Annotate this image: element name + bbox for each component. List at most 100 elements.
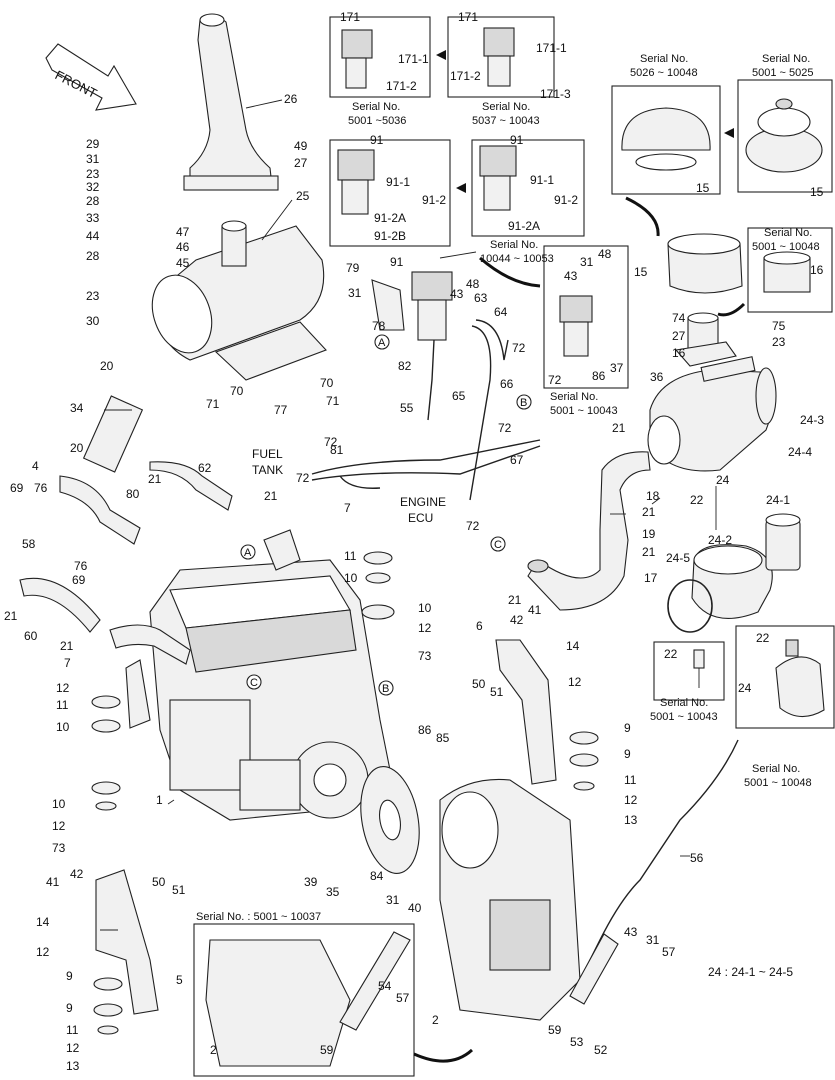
- callout-c7b: 7: [64, 656, 71, 670]
- fuel-filter-box-e: [543, 245, 629, 389]
- callout-c91_2Ba: 91-2B: [374, 229, 406, 243]
- callout-c21h: 21: [60, 639, 74, 653]
- callout-c28b: 28: [86, 249, 100, 263]
- callout-c48a: 48: [466, 277, 480, 291]
- callout-c31d: 31: [386, 893, 400, 907]
- callout-c76a: 76: [34, 481, 48, 495]
- front-arrow: FRONT: [45, 43, 137, 111]
- callout-c4: 4: [32, 459, 39, 473]
- callout-c9a: 9: [624, 721, 631, 735]
- svg-text:Serial No.: Serial No.: [752, 763, 800, 775]
- svg-text:5001 ~ 5025: 5001 ~ 5025: [752, 67, 813, 79]
- callout-c12b: 12: [56, 681, 70, 695]
- callout-c67: 67: [510, 453, 524, 467]
- callout-c73b: 73: [52, 841, 66, 855]
- callout-c24_3: 24-3: [800, 413, 824, 427]
- curve-trans: [413, 1048, 474, 1063]
- callout-c42a: 42: [510, 613, 524, 627]
- callout-c29: 29: [86, 137, 100, 151]
- curve-15: [625, 196, 660, 237]
- callout-c91_1b: 91-1: [530, 173, 554, 187]
- svg-text:A: A: [378, 337, 386, 349]
- callout-c58: 58: [22, 537, 36, 551]
- callout-c31a: 31: [86, 152, 100, 166]
- callout-c85: 85: [436, 731, 450, 745]
- callout-c36: 36: [650, 370, 664, 384]
- curve-16: [717, 302, 746, 317]
- fuel-tank-line: FUEL: [252, 447, 283, 461]
- svg-text:5037 ~ 10043: 5037 ~ 10043: [472, 115, 540, 127]
- callout-c11a: 11: [344, 549, 357, 563]
- callout-c22a: 22: [690, 493, 704, 507]
- svg-text:5001 ~ 10048: 5001 ~ 10048: [744, 777, 812, 789]
- callout-c10a: 10: [344, 571, 358, 585]
- callout-c9c: 9: [66, 969, 73, 983]
- svg-text:Serial No.: Serial No.: [482, 101, 530, 113]
- callout-c19: 19: [642, 527, 656, 541]
- marker-b1: B: [516, 394, 532, 410]
- callout-c30: 30: [86, 314, 100, 328]
- callout-c23b: 23: [86, 289, 100, 303]
- callout-c51b: 51: [172, 883, 186, 897]
- note-24: 24 : 24-1 ~ 24-5: [708, 965, 793, 979]
- engine-ecu-label: ENGINE ECU: [400, 495, 446, 525]
- svg-text:Serial No.: Serial No.: [762, 53, 810, 65]
- callout-c24_5: 24-5: [666, 551, 690, 565]
- callout-c12e: 12: [624, 793, 638, 807]
- callout-c75: 75: [772, 319, 786, 333]
- callout-c12a: 12: [418, 621, 432, 635]
- cap-16: [674, 312, 737, 367]
- callout-c12c: 12: [52, 819, 66, 833]
- callout-c72f: 72: [466, 519, 480, 533]
- callout-c91b: 91: [510, 133, 524, 147]
- dipstick: [569, 739, 739, 1005]
- svg-text:5001 ~ 10043: 5001 ~ 10043: [550, 405, 618, 417]
- callout-c50b: 50: [152, 875, 166, 889]
- callout-c24: 24: [716, 473, 730, 487]
- bracket-6: [495, 639, 557, 785]
- callout-c23a: 23: [86, 167, 100, 181]
- callout-c59a: 59: [320, 1043, 334, 1057]
- callout-c78: 78: [372, 319, 386, 333]
- callout-c24_2: 24-2: [708, 533, 732, 547]
- callout-c71b: 71: [326, 394, 340, 408]
- engine-block: [149, 559, 391, 821]
- air-filter-elements: [667, 513, 801, 633]
- engine-ecu-line: ENGINE: [400, 495, 446, 509]
- callout-c7a: 7: [344, 501, 351, 515]
- fuel-filter-box-c: [329, 139, 451, 247]
- callout-c41a: 41: [528, 603, 542, 617]
- callout-c91_2b: 91-2: [554, 193, 578, 207]
- callout-c49: 49: [294, 139, 308, 153]
- marker-b2: B: [378, 680, 394, 696]
- callout-c22b: 22: [664, 647, 678, 661]
- callout-c54: 54: [378, 979, 392, 993]
- callout-c171_2a: 171-2: [386, 79, 417, 93]
- callout-c41b: 41: [46, 875, 60, 889]
- serial-labels: Serial No. 5001 ~5036 Serial No. 5037 ~ …: [196, 53, 820, 923]
- svg-text:C: C: [494, 539, 502, 551]
- arrow-left-b: [456, 183, 466, 193]
- callout-c86a: 86: [592, 369, 606, 383]
- callout-c20a: 20: [100, 359, 114, 373]
- callout-c91c: 91: [390, 255, 404, 269]
- callout-c24_4: 24-4: [788, 445, 812, 459]
- callout-c70a: 70: [230, 384, 244, 398]
- callout-c21a: 21: [612, 421, 626, 435]
- callout-c11c: 11: [624, 773, 637, 787]
- callout-c26: 26: [284, 92, 298, 106]
- engine-ecu-line: ECU: [408, 511, 433, 525]
- callout-c31c: 31: [580, 255, 594, 269]
- fuel-lines: [311, 439, 541, 489]
- callout-c69a: 69: [10, 481, 24, 495]
- leader-lines: [100, 99, 717, 931]
- marker-c1: C: [490, 536, 506, 552]
- svg-text:5001 ~ 10048: 5001 ~ 10048: [752, 241, 820, 253]
- callout-c76b: 76: [74, 559, 88, 573]
- callout-c24b: 24: [738, 681, 752, 695]
- callout-c59b: 59: [548, 1023, 562, 1037]
- svg-text:Serial No.: Serial No.: [490, 239, 538, 251]
- callout-c25: 25: [296, 189, 310, 203]
